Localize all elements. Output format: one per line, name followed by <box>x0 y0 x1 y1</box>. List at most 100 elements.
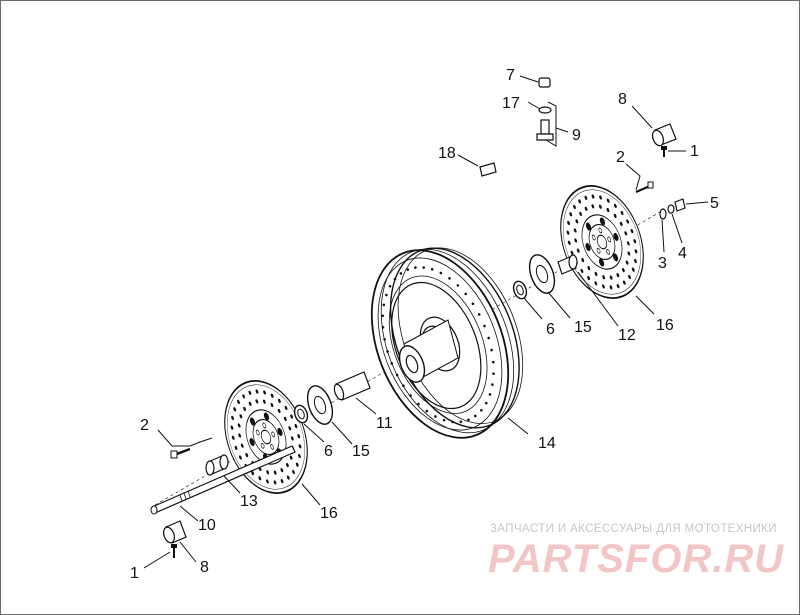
drill-hole <box>628 274 631 280</box>
drill-hole <box>266 479 269 484</box>
drill-hole <box>613 232 619 241</box>
drill-hole <box>262 399 266 404</box>
drill-hole <box>273 470 277 475</box>
left-bearing <box>293 404 309 424</box>
drill-hole <box>263 412 270 421</box>
drill-hole <box>249 438 255 447</box>
valve-nut <box>538 106 552 114</box>
drill-hole <box>248 401 252 406</box>
drill-hole <box>298 453 301 459</box>
drill-hole <box>585 243 591 252</box>
callout-8-upper: 8 <box>618 91 627 108</box>
drill-hole <box>231 415 234 421</box>
drill-hole <box>566 230 570 235</box>
drill-hole <box>263 390 266 395</box>
drill-hole <box>606 198 610 203</box>
bolt-hole <box>606 249 610 255</box>
right-spacer <box>557 254 578 275</box>
spoke-hole <box>490 348 493 352</box>
drill-hole <box>591 194 595 199</box>
wheel-hub <box>398 319 459 383</box>
spoke-hole <box>459 420 463 424</box>
spoke-hole <box>477 313 481 316</box>
callout-3: 3 <box>658 255 667 272</box>
left-brake-disc <box>224 380 308 494</box>
left-disc-bolt <box>170 447 191 459</box>
drill-hole <box>237 423 241 428</box>
axle-nut-upper <box>651 123 677 147</box>
drill-hole <box>288 426 292 431</box>
drill-hole <box>273 480 277 485</box>
bolt-hole <box>255 429 260 436</box>
callout-15-right: 15 <box>574 319 592 336</box>
callout-1-lower: 1 <box>130 565 139 582</box>
drill-hole <box>630 228 634 234</box>
watermark: ЗАПЧАСТИ И АКСЕССУАРЫ ДЛЯ МОТОТЕХНИКИ PA… <box>488 523 783 581</box>
drill-hole <box>266 470 270 475</box>
callout-14: 14 <box>538 435 556 452</box>
drill-hole <box>609 275 613 280</box>
drill-hole <box>270 402 274 408</box>
spoke-hole <box>464 292 468 296</box>
drill-hole <box>584 206 588 211</box>
drill-hole <box>624 231 628 236</box>
callout-8-lower: 8 <box>200 559 209 576</box>
callout-6-left: 6 <box>324 443 333 460</box>
drill-hole <box>634 249 638 254</box>
drill-hole <box>286 462 289 468</box>
drill-hole <box>587 265 591 271</box>
axle-nut-lower <box>162 520 187 544</box>
drill-hole <box>576 248 580 253</box>
drill-hole <box>633 239 637 244</box>
drill-hole <box>619 221 623 227</box>
bolt-hole <box>591 234 596 241</box>
bolt-hole <box>270 444 274 450</box>
drill-hole <box>579 211 582 217</box>
drill-hole <box>249 417 256 426</box>
drill-hole <box>587 275 590 281</box>
drill-hole <box>294 423 298 429</box>
spoke-hole <box>471 302 475 306</box>
balance-weight <box>479 162 497 177</box>
drill-hole <box>578 199 582 204</box>
drill-hole <box>251 470 254 476</box>
leader-lines <box>143 75 709 569</box>
valve-cap <box>538 77 551 88</box>
axle <box>150 445 296 515</box>
callout-9: 9 <box>572 127 581 144</box>
drill-hole <box>243 406 246 412</box>
spoke-hole <box>483 324 486 328</box>
drill-hole <box>290 436 294 441</box>
drill-hole <box>612 253 619 262</box>
right-brake-disc <box>560 185 644 299</box>
spoke-hole <box>409 394 412 397</box>
drill-hole <box>231 435 235 440</box>
spoke-hole <box>406 268 410 271</box>
drill-hole <box>286 475 290 480</box>
spoke-hole <box>381 314 385 318</box>
spoke-hole <box>456 284 460 287</box>
drill-hole <box>575 219 579 224</box>
drill-hole <box>297 434 301 439</box>
drill-hole <box>238 433 242 438</box>
spoke-hole <box>488 393 492 396</box>
drill-hole <box>602 275 606 280</box>
drill-hole <box>270 393 274 398</box>
drill-hole <box>627 251 631 256</box>
drill-hole <box>620 210 624 216</box>
drill-hole <box>631 267 635 272</box>
bolt-hole <box>596 247 601 254</box>
drill-hole <box>233 407 237 412</box>
callout-2-lower: 2 <box>140 417 149 434</box>
callout-7: 7 <box>506 67 515 84</box>
drill-hole <box>598 204 602 209</box>
drill-hole <box>289 455 293 460</box>
spoke-hole <box>390 362 394 365</box>
drill-hole <box>292 469 295 475</box>
spoke-hole <box>422 266 425 269</box>
spoke-hole <box>383 338 386 341</box>
spoke-hole <box>491 360 495 364</box>
drill-hole <box>258 476 262 481</box>
drill-hole <box>614 203 617 209</box>
